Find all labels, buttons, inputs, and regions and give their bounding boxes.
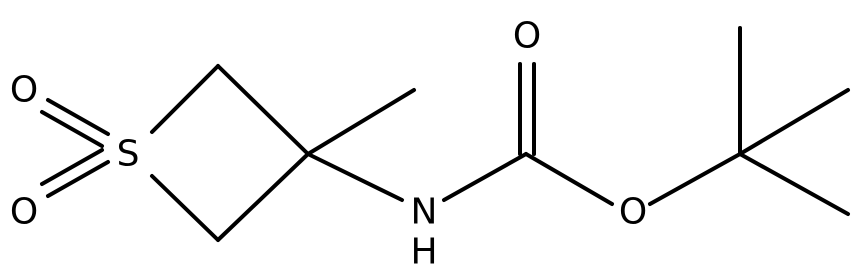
bond-carbonyl-c-o: [524, 152, 614, 206]
bond-n-carbonyl-c: [442, 152, 528, 202]
bond-s-o-top-b: [40, 110, 104, 148]
atom-nitrogen: N: [411, 192, 438, 233]
atom-oxygen-bottom: O: [10, 192, 38, 233]
bond-c-n: [306, 152, 404, 202]
bond-s-o-top-a: [46, 98, 110, 136]
bond-s-o-bottom-b: [40, 148, 104, 186]
bond-s-ch2-bottom: [150, 174, 220, 242]
bond-o-tbu: [648, 152, 742, 206]
atom-nitrogen-hydrogen: H: [410, 232, 437, 273]
bond-c-methyl: [306, 88, 416, 156]
bond-ring-ch2-top: [216, 64, 310, 156]
atom-oxygen-top: O: [10, 70, 38, 111]
atom-ester-oxygen: O: [619, 192, 647, 233]
bond-tbu-methyl-bottom: [738, 152, 850, 216]
atom-carbonyl-oxygen: O: [513, 16, 541, 57]
bond-ring-ch2-bottom: [216, 152, 310, 242]
atom-sulfur: S: [117, 134, 140, 175]
bond-s-o-bottom-a: [46, 160, 110, 198]
bond-tbu-methyl-right: [738, 88, 850, 156]
bond-s-ch2-top: [150, 64, 220, 134]
